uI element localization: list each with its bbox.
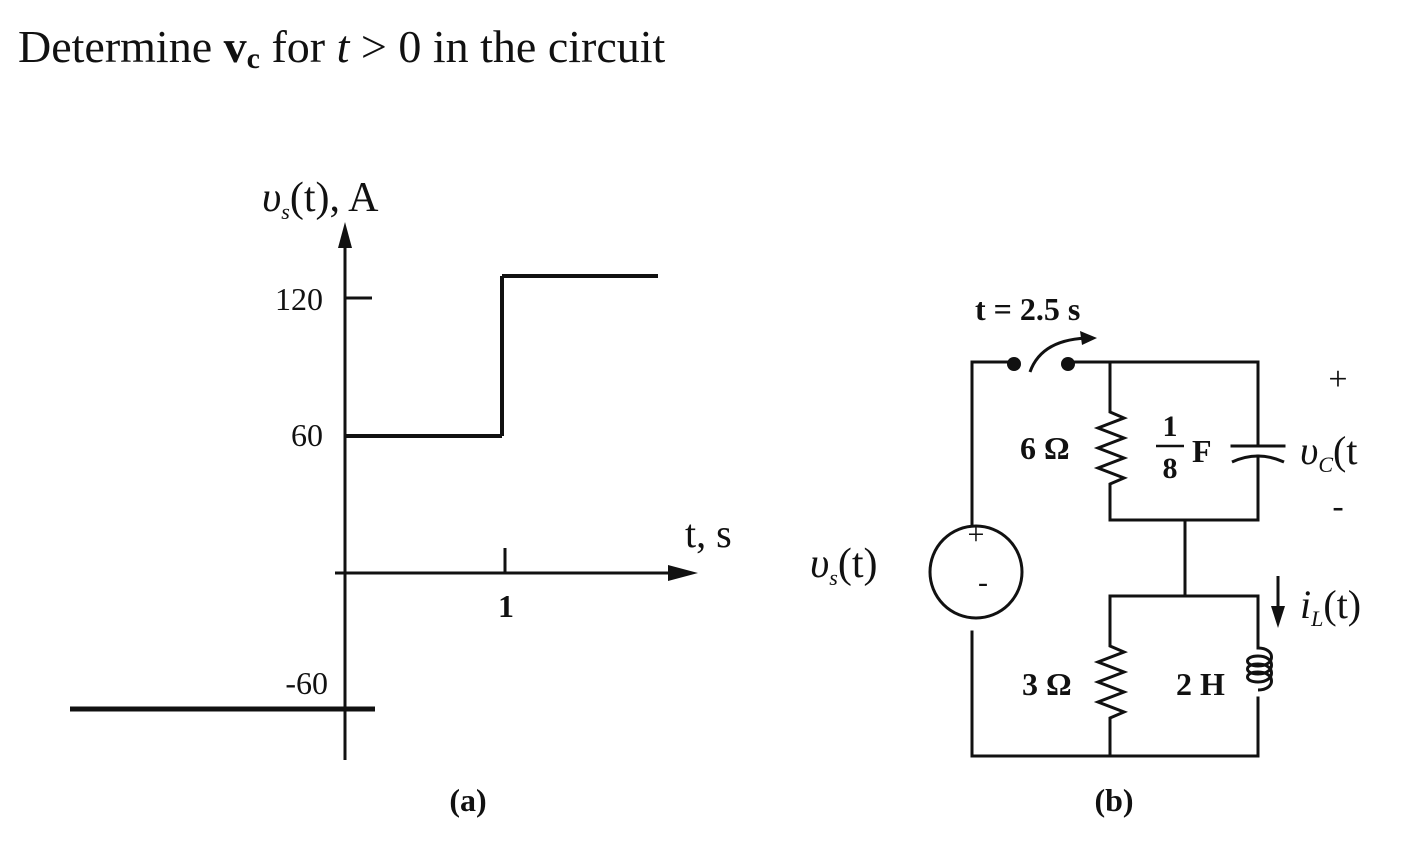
source-label-symbol: υ xyxy=(810,541,829,587)
y-axis-label: υs(t), A xyxy=(262,175,379,224)
source-plus-sign: + xyxy=(968,518,985,551)
source-label: υs(t) xyxy=(810,541,878,590)
switch-contact-left xyxy=(1007,357,1021,371)
x-axis-arrow-icon xyxy=(668,565,698,581)
vc-label: υC(t xyxy=(1300,428,1357,477)
resistor-6ohm xyxy=(1093,406,1129,522)
il-label-symbol: i xyxy=(1300,582,1311,627)
switch-contact-right xyxy=(1061,357,1075,371)
y-tick-label-120: 120 xyxy=(275,281,323,317)
capacitor-value-numerator: 1 xyxy=(1163,410,1178,443)
circuit-diagram: t = 2.5 s 6 Ω 1 8 F 3 Ω 2 H iL(t) + xyxy=(810,291,1361,818)
capacitor-value-denominator: 8 xyxy=(1163,452,1178,485)
statement-var: v xyxy=(224,21,247,72)
x-axis-label: t, s xyxy=(685,511,732,556)
source-label-sub: s xyxy=(829,565,838,590)
y-axis-arrow-icon xyxy=(338,222,352,248)
wire-bottom xyxy=(970,630,1260,758)
il-arrow-icon xyxy=(1271,606,1285,628)
vc-minus-sign: - xyxy=(1332,488,1343,525)
source-label-rest: (t) xyxy=(838,541,878,587)
wire-left-top xyxy=(970,360,1014,537)
y-axis-label-rest: (t), A xyxy=(290,175,379,221)
statement-zero: 0 xyxy=(398,21,421,72)
capacitor-unit: F xyxy=(1192,433,1212,469)
vc-plus-sign: + xyxy=(1328,361,1347,398)
resistor-3ohm-label: 3 Ω xyxy=(1022,666,1072,702)
il-label-sub: L xyxy=(1310,606,1323,631)
source-minus-sign: - xyxy=(978,566,988,599)
wire-top-right xyxy=(1066,360,1260,432)
voltage-source-icon xyxy=(928,524,1024,620)
inductor-label: 2 H xyxy=(1176,666,1225,702)
il-label: iL(t) xyxy=(1300,582,1361,631)
vc-label-symbol: υ xyxy=(1300,428,1318,473)
resistor-3ohm xyxy=(1093,594,1129,758)
caption-a: (a) xyxy=(449,782,486,818)
x-tick-label-1: 1 xyxy=(498,588,514,624)
switch-arrow-icon xyxy=(1080,331,1097,345)
y-tick-label-60: 60 xyxy=(291,417,323,453)
statement-gt: > xyxy=(349,21,398,72)
statement-t: t xyxy=(337,21,351,72)
statement-mid: for xyxy=(260,21,337,72)
caption-b: (b) xyxy=(1094,782,1133,818)
source-waveform-graph: 120 60 -60 1 υs(t), A t, s (a) xyxy=(70,175,732,818)
statement-suffix: in the circuit xyxy=(421,21,665,72)
resistor-6ohm-label: 6 Ω xyxy=(1020,430,1070,466)
vc-label-sub: C xyxy=(1318,452,1333,477)
problem-statement: Determine vc for t > 0 in the circuit xyxy=(18,21,666,75)
statement-var-sub: c xyxy=(247,42,260,75)
vc-label-rest: (t xyxy=(1333,428,1357,473)
y-axis-label-symbol: υ xyxy=(262,175,281,221)
statement-prefix: Determine xyxy=(18,21,224,72)
inductor-coil xyxy=(1246,646,1273,692)
il-label-rest: (t) xyxy=(1323,582,1361,627)
y-axis-label-sub: s xyxy=(281,199,290,224)
y-tick-label-neg60: -60 xyxy=(285,665,328,701)
switch-label: t = 2.5 s xyxy=(975,291,1080,327)
